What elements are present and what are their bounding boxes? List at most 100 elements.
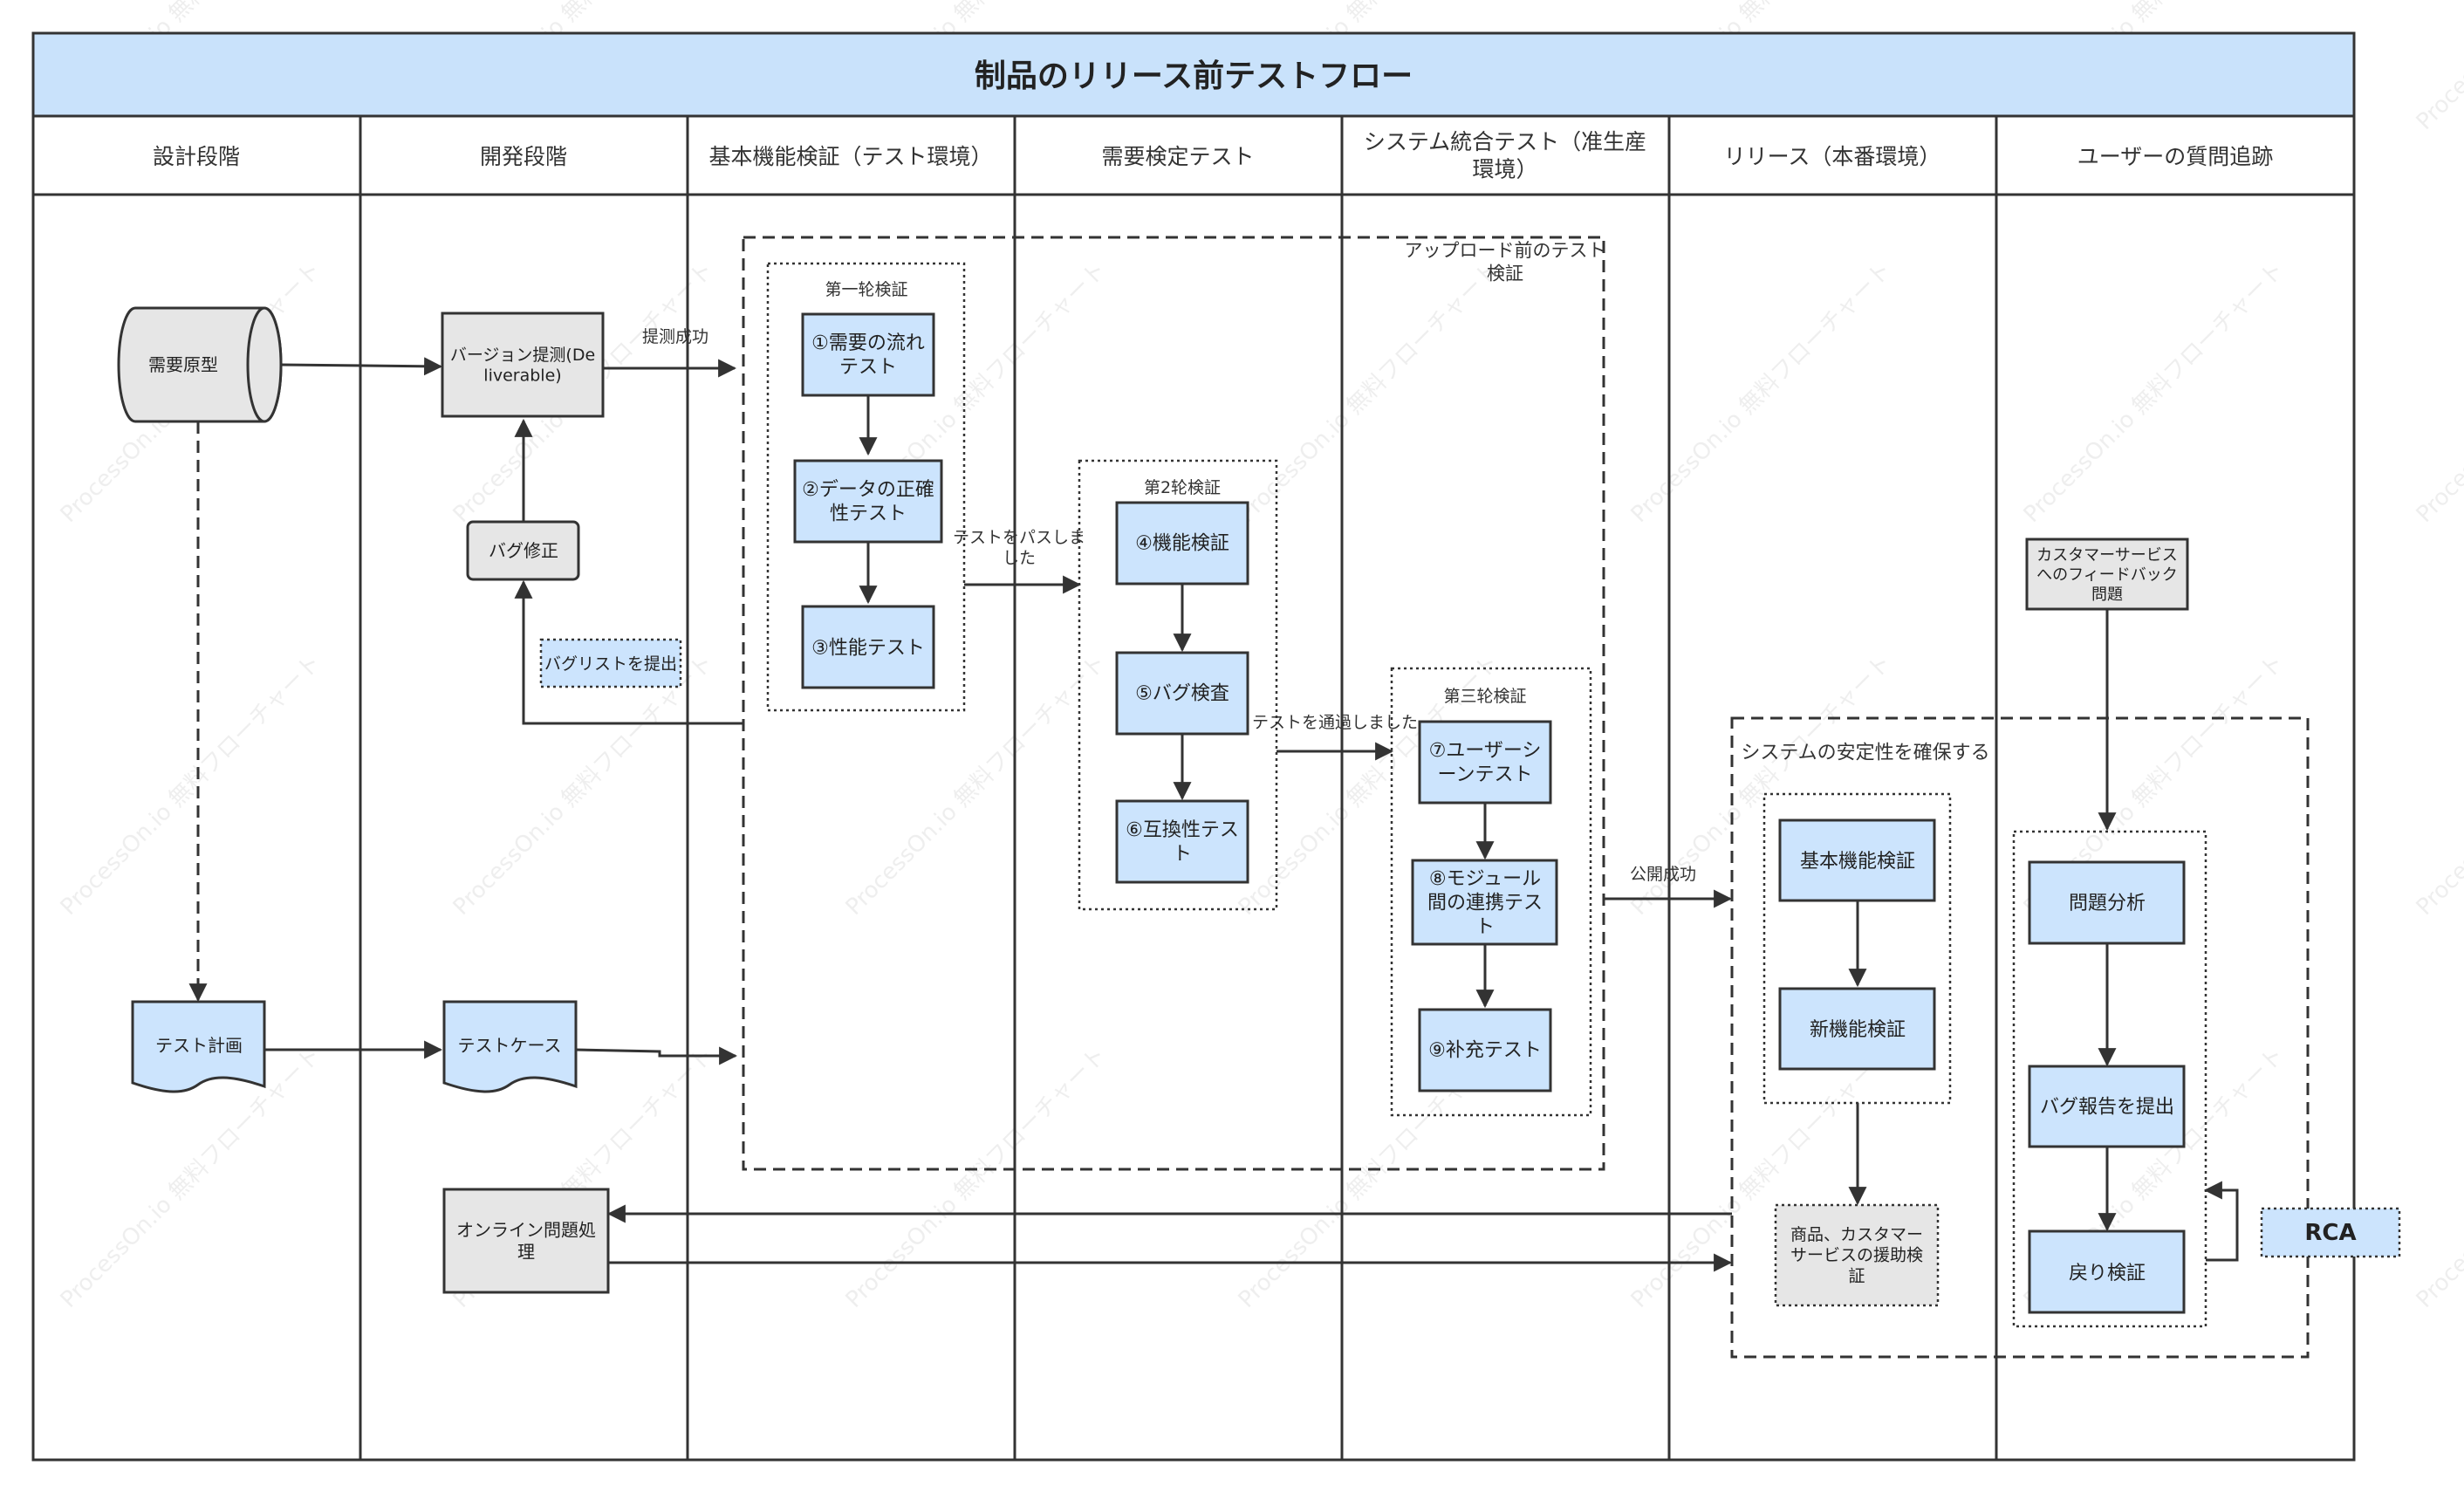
box-shape <box>539 638 682 688</box>
edge-case-to-verification <box>575 1046 738 1065</box>
lane-development: 開発段階 <box>480 144 567 169</box>
node-t8-label: ⑧モジュール間の連携テスト <box>1427 868 1543 938</box>
edge-label-pass1: テストをパスしました <box>953 528 1085 568</box>
node-bug-list[interactable]: バグリストを提出 <box>539 638 682 688</box>
node-t5[interactable]: ⑤バグ検査 <box>1115 651 1249 736</box>
node-feedback-label: カスタマーサービスへのフィードバック問題 <box>2036 546 2178 604</box>
edge-label-release-ok: 公開成功 <box>1630 865 1696 884</box>
box-shape <box>1411 859 1558 946</box>
box-shape <box>801 605 935 689</box>
box-shape <box>1115 501 1249 586</box>
node-t8[interactable]: ⑧モジュール間の連携テスト <box>1411 859 1558 946</box>
edge-label-pass2: テストを通過しました <box>1252 713 1418 732</box>
node-t3[interactable]: ③性能テスト <box>801 605 935 689</box>
node-t4[interactable]: ④機能検証 <box>1115 501 1249 586</box>
box-shape <box>466 520 580 581</box>
watermark-text: ProcessOn.io 無料フローチャート <box>56 650 326 921</box>
watermark-text: ProcessOn.io 無料フローチャート <box>2412 0 2464 135</box>
node-basic-check-label: 基本機能検証 <box>1800 851 1915 873</box>
watermark-text: ProcessOn.io 無料フローチャート <box>2412 650 2464 921</box>
edges: 提测成功 テストをパスしました テストを通過しました 公開成功 <box>188 327 2239 1272</box>
watermark-text: ProcessOn.io 無料フローチャート <box>841 650 1112 921</box>
box-shape <box>793 459 943 544</box>
title-header-bg <box>31 31 2356 118</box>
node-test-plan-label: テスト計画 <box>155 1035 243 1056</box>
group-round2-label: 第2轮検証 <box>1144 478 1221 497</box>
document-shape <box>131 1000 266 1093</box>
lane-acceptance-test: 需要検定テスト <box>1101 144 1254 169</box>
node-t2-label: ②データの正確性テスト <box>802 479 934 525</box>
node-analysis-label: 問題分析 <box>2069 893 2146 914</box>
watermark-text: ProcessOn.io 無料フローチャート <box>1234 257 1504 528</box>
node-rca-label: RCA <box>2304 1220 2356 1246</box>
watermark-text: ProcessOn.io 無料フローチャート <box>1626 257 1897 528</box>
node-online-issue[interactable]: オンライン問題処理 <box>442 1188 610 1294</box>
box-shape <box>1115 651 1249 736</box>
node-support-check-label: 商品、カスタマーサービスの援助検証 <box>1790 1225 1923 1286</box>
edge-label-submit-ok: 提测成功 <box>642 327 708 346</box>
node-basic-check[interactable]: 基本機能検証 <box>1778 818 1936 902</box>
lane-design: 設計段階 <box>153 144 240 169</box>
lane-system-integration: システム統合テスト（准生産環境） <box>1364 129 1646 181</box>
group-round2 <box>1078 459 1278 911</box>
box-shape <box>441 312 605 418</box>
group-pre-upload <box>742 236 1605 1171</box>
lane-release: リリース（本番環境） <box>1724 144 1941 169</box>
node-rca[interactable]: RCA <box>2260 1207 2401 1258</box>
node-new-check[interactable]: 新機能検証 <box>1778 987 1936 1071</box>
box-shape <box>801 312 935 397</box>
node-t9[interactable]: ⑨补充テスト <box>1418 1008 1552 1092</box>
node-demand-prototype[interactable]: 需要原型 <box>117 306 283 423</box>
node-t1[interactable]: ①需要の流れテスト <box>801 312 935 397</box>
box-shape <box>2260 1207 2401 1258</box>
lane-user-tracking: ユーザーの質問追跡 <box>2077 144 2274 169</box>
group-stability-label: システムの安定性を確保する <box>1741 743 1989 764</box>
node-test-plan[interactable]: テスト計画 <box>131 1000 266 1093</box>
node-support-check[interactable]: 商品、カスタマーサービスの援助検証 <box>1774 1203 1940 1307</box>
node-t9-label: ⑨补充テスト <box>1428 1040 1542 1062</box>
group-round1 <box>766 262 966 712</box>
group-pre-upload-label: アップロード前のテスト検証 <box>1405 240 1606 284</box>
node-t5-label: ⑤バグ検査 <box>1135 683 1229 705</box>
lane-body <box>31 193 2356 1462</box>
node-t3-label: ③性能テスト <box>811 638 925 660</box>
box-shape <box>2028 1229 2186 1314</box>
node-feedback[interactable]: カスタマーサービスへのフィードバック問題 <box>2025 538 2189 611</box>
node-bug-report-label: バグ報告を提出 <box>2040 1097 2174 1119</box>
document-shape <box>442 1000 578 1093</box>
watermark-text: ProcessOn.io 無料フローチャート <box>2019 257 2289 528</box>
lane-basic-verification: 基本機能検証（テスト環境） <box>708 144 992 169</box>
watermark-text: ProcessOn.io 無料フローチャート <box>448 650 719 921</box>
watermark-text: ProcessOn.io 無料フローチャート <box>2412 257 2464 528</box>
box-shape <box>2028 1065 2186 1148</box>
node-bug-report[interactable]: バグ報告を提出 <box>2028 1065 2186 1148</box>
box-shape <box>442 1188 610 1294</box>
edge-buglist-to-bugfix <box>514 579 743 725</box>
group-round3 <box>1390 667 1592 1117</box>
node-t2[interactable]: ②データの正確性テスト <box>793 459 943 544</box>
node-t7-label: ⑦ユーザーシーンテスト <box>1429 740 1542 786</box>
node-bug-fix-label: バグ修正 <box>489 540 558 561</box>
edge-prototype-to-version <box>280 357 443 376</box>
node-test-case[interactable]: テストケース <box>442 1000 578 1093</box>
node-bug-fix[interactable]: バグ修正 <box>466 520 580 581</box>
watermark-text: ProcessOn.io 無料フローチャート <box>2412 1043 2464 1313</box>
node-t6[interactable]: ⑥互換性テスト <box>1115 799 1249 884</box>
node-online-issue-label: オンライン問題処理 <box>456 1220 596 1263</box>
box-shape <box>2025 538 2189 611</box>
node-t7[interactable]: ⑦ユーザーシーンテスト <box>1418 720 1552 805</box>
node-recheck-label: 戻り検証 <box>2069 1263 2146 1284</box>
node-new-check-label: 新機能検証 <box>1810 1019 1906 1041</box>
swimlane-frame: 制品のリリース前テストフロー 設計段階 開発段階 基本機能検証（テスト環境） 需… <box>31 31 2356 1462</box>
node-recheck[interactable]: 戻り検証 <box>2028 1229 2186 1314</box>
node-analysis[interactable]: 問題分析 <box>2028 860 2186 945</box>
box-shape <box>1778 818 1936 902</box>
box-shape <box>2028 860 2186 945</box>
group-round3-label: 第三轮検証 <box>1443 687 1526 706</box>
node-demand-prototype-label: 需要原型 <box>148 354 218 375</box>
node-bug-list-label: バグリストを提出 <box>544 654 677 674</box>
group-round1-label: 第一轮検証 <box>825 280 907 299</box>
